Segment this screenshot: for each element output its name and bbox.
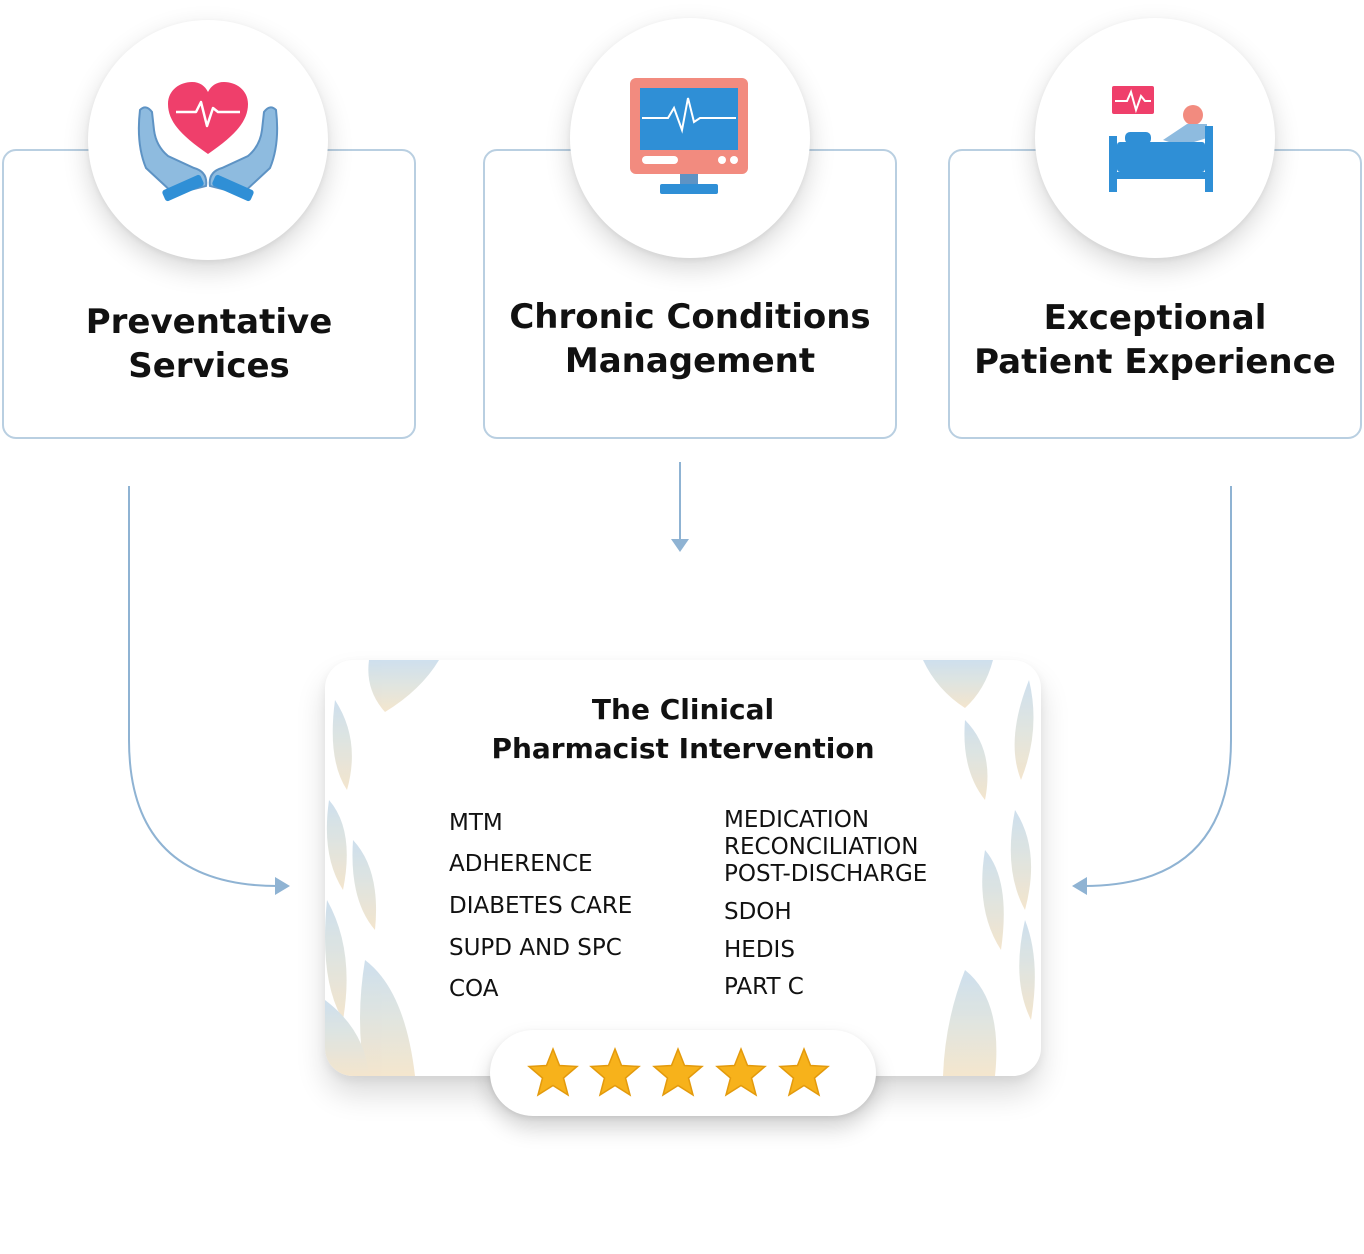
card-preventative-services: Preventative Services [2, 149, 416, 439]
star-icon [715, 1046, 767, 1097]
card-title: Preventative Services [4, 300, 414, 388]
hospital-bed-icon [1109, 86, 1213, 192]
list-item: DIABETES CARE [449, 893, 633, 919]
list-item: ADHERENCE [449, 851, 593, 877]
list-item: POST-DISCHARGE [724, 861, 928, 887]
left-arrowhead [275, 877, 290, 895]
card-title-line1: Chronic Conditions [509, 297, 871, 337]
right-connector [1083, 486, 1232, 887]
list-item: HEDIS [724, 937, 795, 963]
card-title: Chronic Conditions Management [485, 295, 895, 383]
list-item: SUPD AND SPC [449, 935, 622, 961]
intervention-title-line1: The Clinical [591, 693, 775, 726]
leaf-decoration [325, 660, 1035, 1076]
list-item: RECONCILIATION [724, 834, 919, 860]
icon-circle [88, 20, 328, 260]
card-title-line1: Exceptional [1043, 298, 1267, 338]
star-icon [652, 1046, 704, 1097]
list-item: MTM [449, 810, 503, 836]
intervention-title-line2: Pharmacist Intervention [491, 732, 875, 765]
icon-circle [1035, 18, 1275, 258]
heart-in-hands-icon [137, 82, 279, 202]
list-item: MEDICATION [724, 807, 870, 833]
card-title-line2: Patient Experience [974, 342, 1336, 382]
list-item: PART C [724, 974, 804, 1000]
star-icon [527, 1046, 579, 1097]
star-icon [778, 1046, 830, 1097]
star-icon [589, 1046, 641, 1097]
heart-monitor-icon [630, 78, 748, 194]
list-item: SDOH [724, 899, 792, 925]
center-arrowhead [671, 539, 689, 552]
intervention-title: The Clinical Pharmacist Intervention [325, 690, 1041, 768]
left-connector [128, 486, 279, 887]
card-title-line2: Management [564, 341, 816, 381]
right-arrowhead [1072, 877, 1087, 895]
card-title-line1: Preventative [85, 302, 333, 342]
star-rating [490, 1030, 876, 1116]
intervention-panel: The Clinical Pharmacist Intervention MTM… [325, 660, 1041, 1076]
card-title-line2: Services [128, 346, 290, 386]
card-title: Exceptional Patient Experience [950, 296, 1360, 384]
icon-circle [570, 18, 810, 258]
list-item: COA [449, 976, 499, 1002]
